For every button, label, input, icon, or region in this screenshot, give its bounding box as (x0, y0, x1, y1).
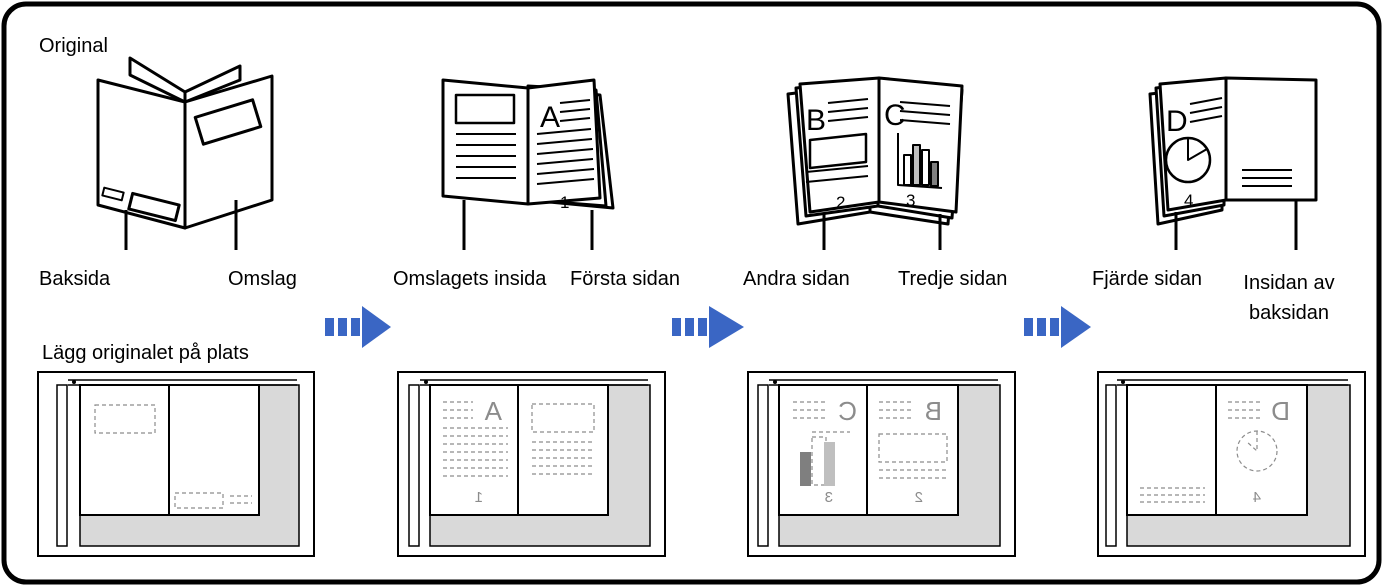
mirrored-number-1: 1 (475, 489, 483, 506)
scanner-glass-panel-2: A 1 (397, 371, 666, 557)
mirrored-letter-d: D (1271, 396, 1290, 426)
page-letter-c: C (884, 99, 906, 132)
label-inside-back-cover: Insidan av baksidan (1243, 272, 1335, 324)
label-fourth-page: Fjärde sidan (1092, 268, 1203, 290)
label-inside-cover: Omslagets insida (393, 268, 547, 290)
mirrored-letter-a: A (484, 396, 502, 426)
page-number-1: 1 (560, 193, 569, 212)
booklet-step-2-illustration (441, 78, 615, 250)
mirrored-letter-b: B (925, 396, 942, 426)
page-letter-a: A (540, 101, 560, 134)
scanner-glass-panel-4: D 4 (1097, 371, 1366, 557)
scanner-glass-panel-3: C B 3 2 (747, 371, 1016, 557)
label-third-page: Tredje sidan (898, 268, 1008, 290)
page-number-4: 4 (1184, 191, 1193, 210)
original-heading: Original (39, 35, 108, 57)
scanner-glass-panel-1 (37, 371, 315, 557)
arrow-to-step-2 (325, 306, 391, 348)
mirrored-letter-c: C (838, 396, 857, 426)
mirrored-number-4: 4 (1253, 489, 1261, 506)
page-letter-d: D (1166, 105, 1188, 138)
mirrored-number-2: 2 (915, 489, 923, 506)
label-back-cover: Baksida (39, 268, 111, 290)
arrow-to-step-3 (672, 306, 744, 348)
label-first-page: Första sidan (570, 268, 681, 290)
place-original-heading: Lägg originalet på plats (42, 342, 249, 364)
booklet-step-4-illustration (1148, 76, 1318, 250)
mirrored-number-3: 3 (825, 489, 833, 506)
page-number-3: 3 (906, 191, 915, 210)
booklet-step-3-illustration (786, 76, 964, 250)
page-letter-b: B (806, 104, 826, 137)
label-cover: Omslag (228, 268, 297, 290)
arrow-to-step-4 (1024, 306, 1091, 348)
label-second-page: Andra sidan (743, 268, 850, 290)
page-number-2: 2 (836, 193, 845, 212)
booklet-original-illustration (96, 56, 274, 250)
